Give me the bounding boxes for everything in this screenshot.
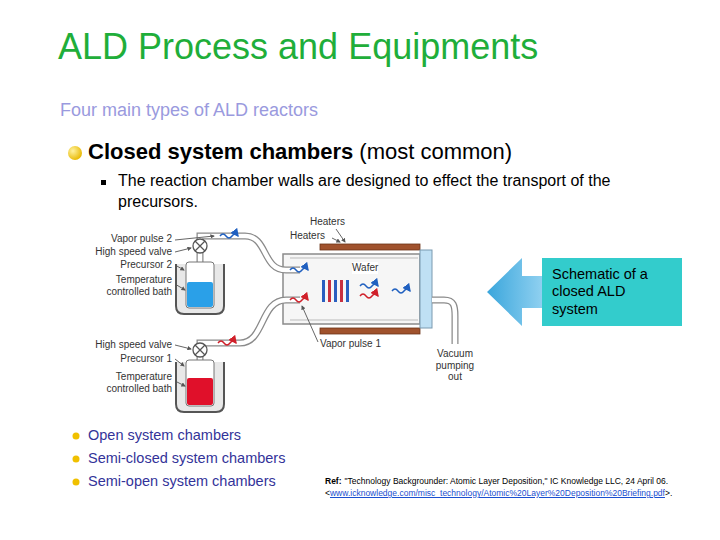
heater-bar	[320, 244, 420, 250]
part-label: Heaters	[310, 216, 345, 228]
reference: Ref:	[325, 477, 342, 487]
part-label: High speed valve	[95, 339, 172, 351]
bullet-text: Open system chambers	[88, 427, 241, 444]
part-label: Vapor pulse 2	[111, 233, 172, 245]
reference-link: www.icknowledge.com/misc_technology/Atom…	[330, 489, 665, 499]
part-label: Precursor 2	[120, 259, 172, 271]
tube-endcap	[420, 250, 432, 328]
wafer-stack	[322, 280, 349, 302]
bullet-text: Semi-closed system chambers	[88, 450, 285, 467]
high-speed-valve	[193, 239, 207, 253]
temperature-bath	[176, 360, 224, 412]
bullet-dot	[73, 456, 80, 463]
slide-title: ALD Process and Equipments	[58, 26, 538, 67]
reaction-tube	[283, 254, 420, 324]
part-label: Heaters	[290, 230, 325, 242]
bullet-square	[101, 180, 106, 185]
bullet-text: (most common)	[359, 139, 512, 164]
vapor-pulse	[218, 234, 410, 345]
part-label: High speed valve	[95, 246, 172, 258]
leader-line	[175, 229, 345, 386]
callout-text: Schematic of a closed ALD system	[552, 266, 672, 318]
exhaust-pipe	[432, 300, 455, 344]
part-label: Temperature controlled bath	[90, 371, 172, 394]
callout-box: Schematic of a closed ALD system	[542, 258, 682, 326]
part-label: Wafer	[352, 262, 378, 274]
sub-bullet-text: The reaction chamber walls are designed …	[118, 171, 618, 213]
bullet-text: Semi-open system chambers	[88, 473, 276, 490]
tube-wall	[290, 258, 418, 259]
bullet-text: Closed system chambers	[88, 139, 353, 164]
tube-wall	[290, 320, 418, 321]
bullet-dot	[73, 433, 80, 440]
bullet-dot	[73, 479, 80, 486]
temperature-bath	[176, 262, 224, 314]
part-label: Precursor 1	[120, 353, 172, 365]
part-label: Vapor pulse 1	[320, 338, 381, 350]
part-label: Temperature controlled bath	[90, 274, 172, 297]
heater-bar	[320, 328, 420, 334]
pointer-arrow	[487, 258, 542, 326]
part-label: Vacuum pumping out	[430, 348, 480, 383]
bullet-dot	[68, 146, 82, 160]
high-speed-valve	[193, 343, 207, 357]
reference: "Technology Backgrounder: Atomic Layer D…	[345, 477, 669, 487]
reference: >.	[665, 489, 672, 499]
subtitle: Four main types of ALD reactors	[60, 100, 318, 121]
